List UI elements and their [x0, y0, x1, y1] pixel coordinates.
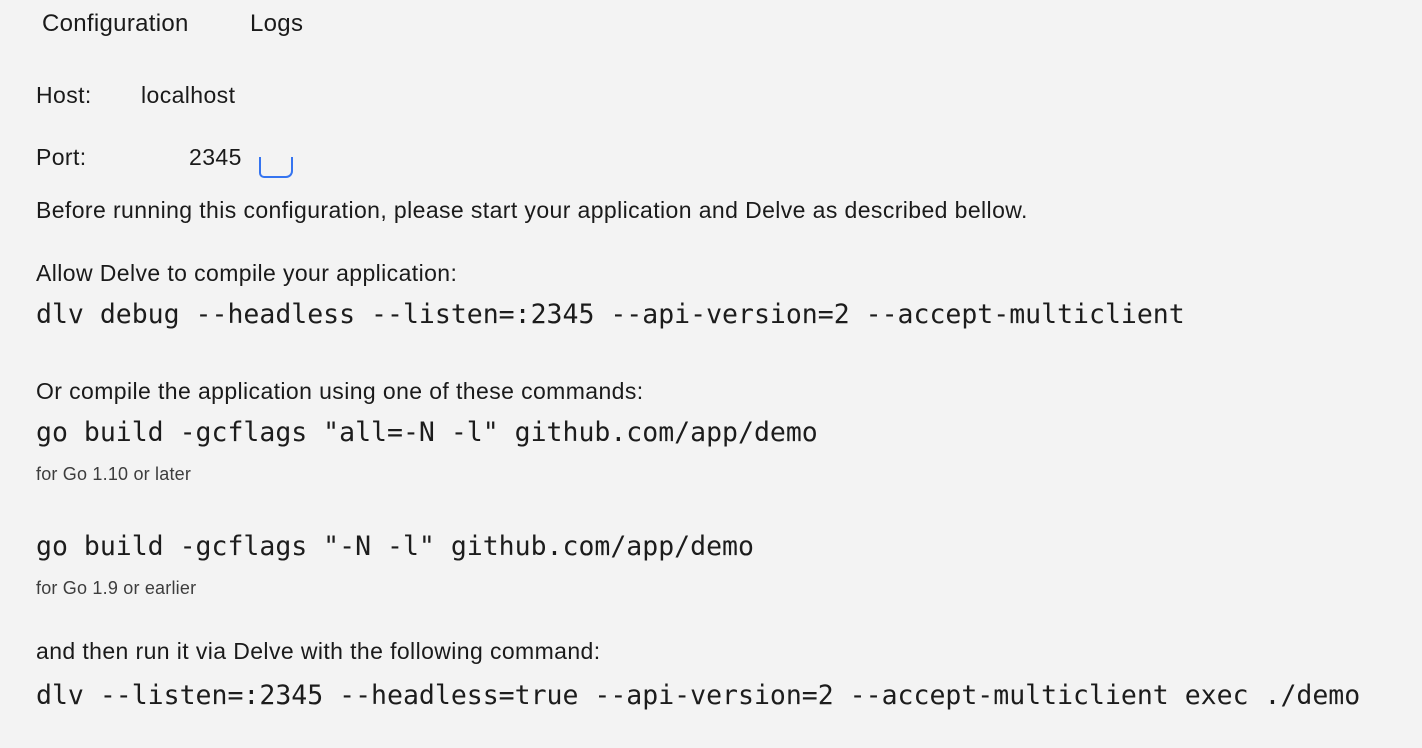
compile-heading: Allow Delve to compile your application:: [36, 260, 458, 286]
port-label: Port:: [36, 144, 87, 170]
port-value[interactable]: 2345: [189, 144, 242, 170]
run-heading: and then run it via Delve with the follo…: [36, 638, 601, 664]
alt-compile-heading: Or compile the application using one of …: [36, 378, 644, 404]
tab-logs[interactable]: Logs: [250, 10, 304, 37]
build-note-go19: for Go 1.9 or earlier: [36, 578, 197, 598]
port-field-focus-ring[interactable]: [259, 157, 293, 178]
host-label: Host:: [36, 82, 92, 108]
run-command: dlv --listen=:2345 --headless=true --api…: [36, 680, 1361, 711]
tab-configuration[interactable]: Configuration: [42, 10, 189, 37]
compile-command: dlv debug --headless --listen=:2345 --ap…: [36, 299, 1185, 330]
host-value[interactable]: localhost: [141, 82, 236, 108]
build-command-go110: go build -gcflags "all=-N -l" github.com…: [36, 417, 818, 448]
build-command-go19: go build -gcflags "-N -l" github.com/app…: [36, 531, 754, 562]
build-note-go110: for Go 1.10 or later: [36, 464, 192, 484]
intro-text: Before running this configuration, pleas…: [36, 197, 1028, 223]
